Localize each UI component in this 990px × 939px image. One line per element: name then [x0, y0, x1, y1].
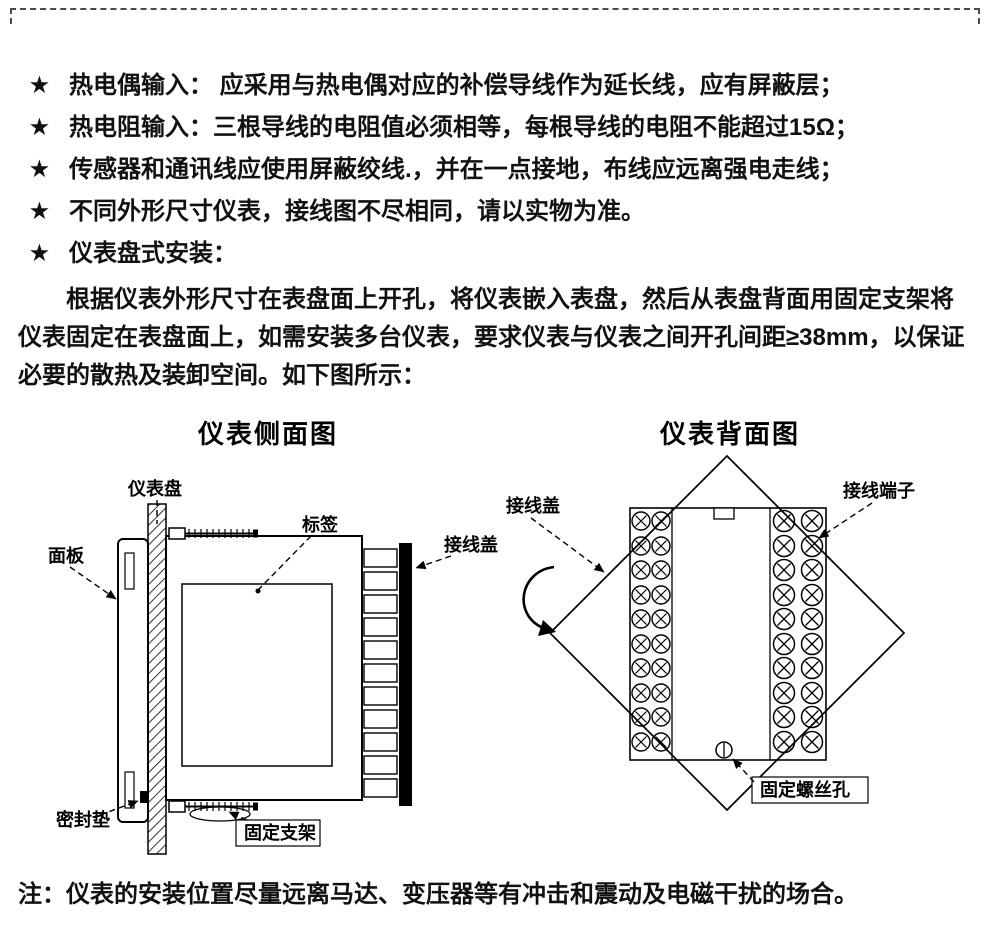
- label-fixing-bracket: 固定支架: [244, 822, 316, 843]
- bottom-note: 注：仪表的安装位置尽量远离马达、变压器等有冲击和震动及电磁干扰的场合。: [18, 881, 858, 908]
- bullet-item: ★ 热电阻输入：三根导线的电阻值必须相等，每根导线的电阻不能超过15Ω；: [30, 114, 975, 142]
- side-diagram-title: 仪表侧面图: [198, 420, 339, 449]
- fixing-clamp-top: [168, 527, 258, 540]
- rotation-arrow: [522, 565, 555, 630]
- bullet-item: ★ 仪表盘式安装：: [30, 240, 975, 268]
- label-screw-hole: 固定螺丝孔: [760, 779, 850, 800]
- label-fixing-bracket-box: [235, 819, 321, 847]
- terminal-block-top-notch: [713, 507, 735, 520]
- fixing-clamp-bottom: [168, 800, 258, 822]
- star-icon: ★: [30, 116, 49, 139]
- page-border-corner-left: [10, 8, 12, 24]
- label-terminals: 接线端子: [843, 480, 915, 501]
- side-view-diagram: 仪表盘 面板 标签 接线盖 密封垫 固定支架: [48, 478, 498, 855]
- back-diagram-title: 仪表背面图: [660, 420, 801, 449]
- bullet-text: 热电偶输入： 应采用与热电偶对应的补偿导线作为延长线，应有屏蔽层；: [69, 72, 844, 99]
- side-view-labels: 仪表盘 面板 标签 接线盖 密封垫 固定支架: [48, 478, 498, 847]
- bullet-list: ★ 热电偶输入： 应采用与热电偶对应的补偿导线作为延长线，应有屏蔽层； ★ 热电…: [30, 72, 975, 282]
- front-bezel: [117, 538, 149, 823]
- label-wiring-cover-side: 接线盖: [444, 534, 498, 555]
- bullet-text: 不同外形尺寸仪表，接线图不尽相同，请以实物为准。: [69, 198, 645, 225]
- label-screw-hole-box: [751, 776, 869, 804]
- bullet-text: 热电阻输入：三根导线的电阻值必须相等，每根导线的电阻不能超过15Ω；: [69, 114, 859, 141]
- back-view-diagram: 接线盖 接线端子 固定螺丝孔: [506, 454, 915, 812]
- bullet-item: ★ 不同外形尺寸仪表，接线图不尽相同，请以实物为准。: [30, 198, 975, 226]
- page-border-corner-right: [978, 8, 980, 24]
- label-seal-gasket: 密封垫: [56, 809, 110, 830]
- bullet-text: 传感器和通讯线应使用屏蔽绞线.，并在一点接地，布线应远离强电走线；: [69, 156, 844, 183]
- bullet-item: ★ 传感器和通讯线应使用屏蔽绞线.，并在一点接地，布线应远离强电走线；: [30, 156, 975, 184]
- bezel-clip-top: [124, 552, 135, 590]
- label-panel: 仪表盘: [127, 478, 182, 499]
- mounting-panel-hatched: [147, 503, 167, 855]
- rear-terminal-ladder: [363, 548, 398, 798]
- bullet-item: ★ 热电偶输入： 应采用与热电偶对应的补偿导线作为延长线，应有屏蔽层；: [30, 72, 975, 100]
- page-top-dashed-border: [10, 8, 980, 10]
- seal-gasket-shape: [140, 791, 149, 803]
- bullet-text: 仪表盘式安装：: [69, 240, 237, 267]
- star-icon: ★: [30, 158, 49, 181]
- label-front-panel: 面板: [48, 545, 85, 566]
- label-area: [181, 583, 333, 767]
- back-view-labels: 接线盖 接线端子 固定螺丝孔: [506, 480, 915, 804]
- label-wiring-cover-back: 接线盖: [506, 495, 560, 516]
- label-tag: 标签: [301, 514, 339, 535]
- star-icon: ★: [30, 200, 49, 223]
- installation-paragraph: 根据仪表外形尺寸在表盘面上开孔，将仪表嵌入表盘，然后从表盘背面用固定支架将仪表固…: [18, 286, 965, 389]
- star-icon: ★: [30, 242, 49, 265]
- rotation-arrowhead: [538, 620, 556, 636]
- wiring-cover-bar: [399, 543, 412, 806]
- wiring-cover-diamond-outline: [548, 454, 906, 812]
- star-icon: ★: [30, 74, 49, 97]
